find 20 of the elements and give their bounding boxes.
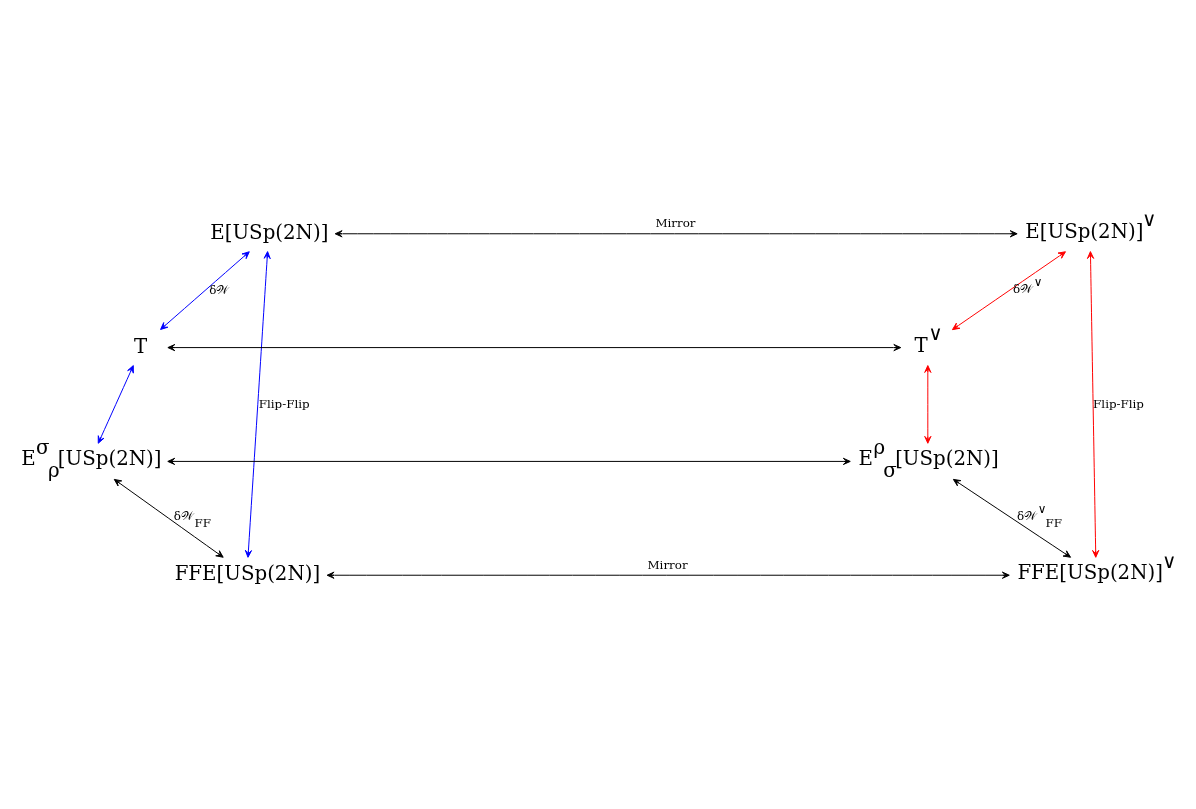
arrow	[334, 230, 1018, 238]
edge-label: Flip-Flip	[258, 396, 310, 411]
edge-label: δ𝒲	[209, 282, 230, 297]
arrow	[326, 571, 1010, 579]
arrow	[113, 478, 224, 558]
edge-label: Flip-Flip	[1093, 396, 1144, 411]
arrow	[951, 251, 1066, 331]
edge-label: Mirror	[647, 557, 688, 572]
arrow	[244, 251, 271, 558]
arrow	[1086, 251, 1100, 558]
node-text: E[USp(2N)]	[210, 220, 329, 244]
edge-label: Mirror	[655, 216, 696, 231]
arrow	[924, 365, 932, 444]
arrow	[167, 343, 902, 352]
arrow	[97, 365, 134, 444]
arrow	[952, 478, 1072, 558]
node-text: FFE[USp(2N)]	[174, 562, 321, 586]
arrow	[160, 251, 250, 330]
arrow	[167, 457, 851, 466]
node-text: T	[134, 334, 148, 358]
